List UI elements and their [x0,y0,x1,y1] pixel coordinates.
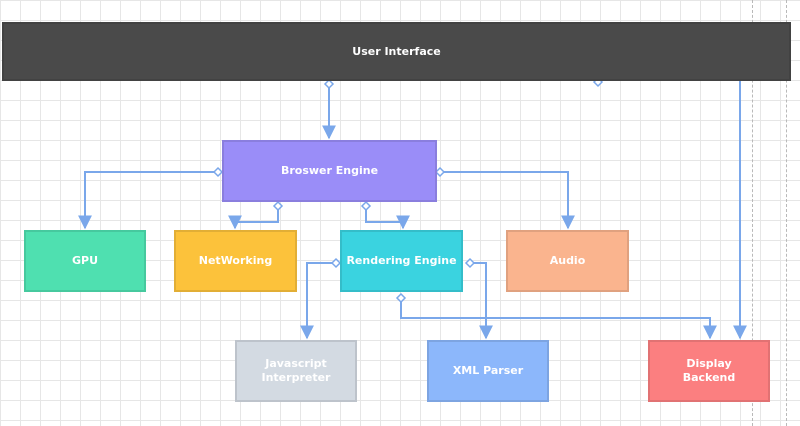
connector-browser-networking [228,207,279,230]
diamond-icon [212,166,224,178]
diamond-icon [395,292,407,304]
connector-rendering-display [400,298,717,340]
browser-engine-box[interactable]: Broswer Engine [222,140,437,202]
audio-box[interactable]: Audio [506,230,629,292]
gpu-label: GPU [71,254,99,267]
display-backend-box[interactable]: Display Backend [648,340,770,402]
alignment-guide [786,0,787,426]
gpu-box[interactable]: GPU [24,230,146,292]
javascript-interpreter-box[interactable]: Javascript Interpreter [235,340,357,402]
diamond-icon [464,257,476,269]
xml-parser-box[interactable]: XML Parser [427,340,549,402]
diamond-icon [272,200,284,212]
user-interface-label: User Interface [352,44,441,58]
diamond-icon [434,166,446,178]
user-interface-box[interactable]: User Interface [2,22,791,81]
networking-box[interactable]: NetWorking [174,230,297,292]
browser-engine-label: Broswer Engine [280,164,379,177]
rendering-engine-label: Rendering Engine [346,254,457,267]
connector-browser-gpu [78,171,218,230]
connector-rendering-xml [470,262,493,340]
rendering-engine-box[interactable]: Rendering Engine [340,230,463,292]
diamond-icon [360,200,372,212]
alignment-guide [752,0,753,426]
connector-rendering-javascript [300,262,336,340]
audio-label: Audio [549,254,586,267]
diamond-icon [323,78,335,90]
xml-parser-label: XML Parser [452,364,524,377]
networking-label: NetWorking [198,254,273,267]
connector-browser-audio [440,171,575,230]
connector-browser-rendering [365,207,410,230]
diamond-icon [330,257,342,269]
display-backend-label: Display Backend [682,357,736,384]
javascript-interpreter-label: Javascript Interpreter [261,357,331,384]
